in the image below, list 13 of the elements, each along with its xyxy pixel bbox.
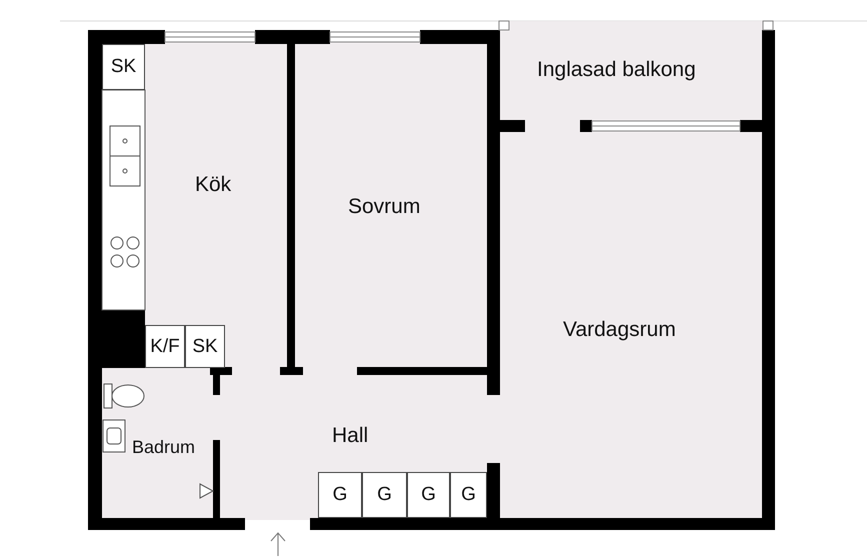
room-label: Inglasad balkong bbox=[537, 58, 696, 82]
cabinet-label: SK bbox=[102, 44, 145, 90]
cabinet-label: SK bbox=[185, 325, 225, 368]
room-label: Kök bbox=[195, 173, 232, 197]
cabinet-label: G bbox=[407, 472, 450, 518]
cabinet-label: G bbox=[362, 472, 407, 518]
room-label: Hall bbox=[332, 424, 368, 448]
cabinet-label: K/F bbox=[145, 325, 185, 368]
room-label: Badrum bbox=[132, 437, 196, 458]
cabinet-label: G bbox=[318, 472, 362, 518]
room-label: Vardagsrum bbox=[563, 318, 676, 342]
room-label: Sovrum bbox=[348, 195, 420, 219]
cabinet-label: G bbox=[450, 472, 487, 518]
